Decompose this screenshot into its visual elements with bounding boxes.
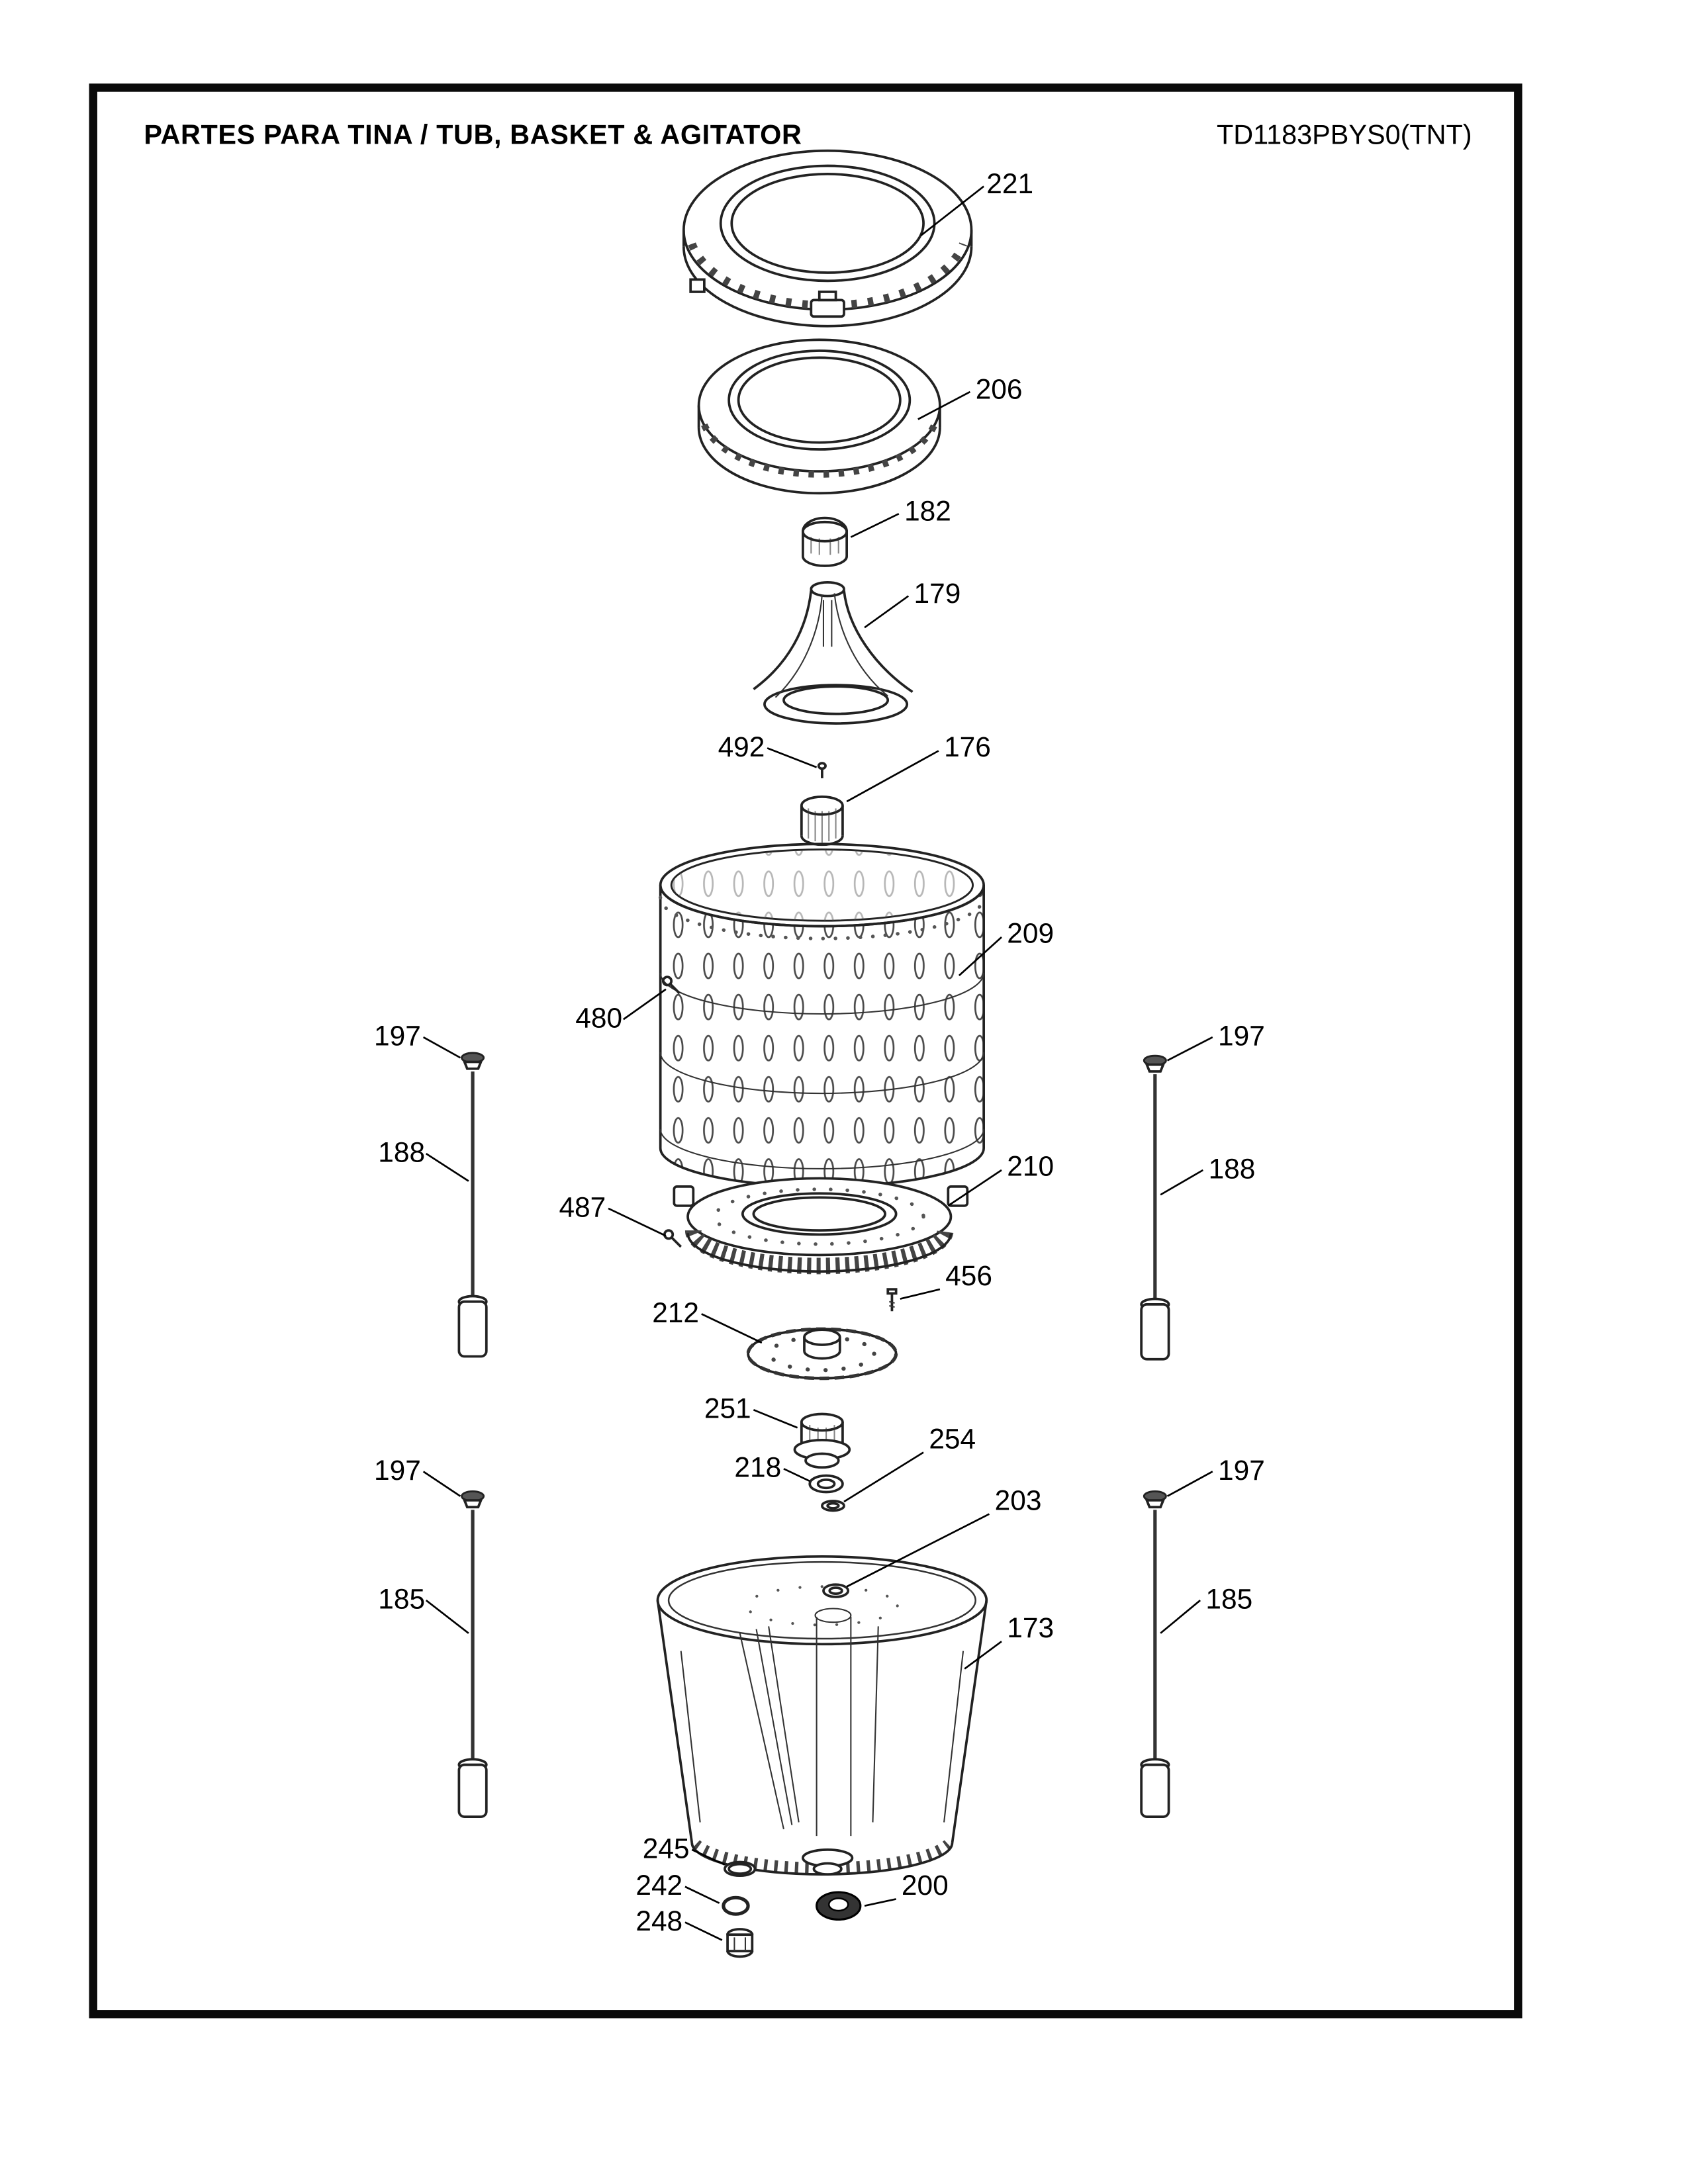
callout-176: 176 xyxy=(944,731,991,762)
part-221-tub-cover xyxy=(682,149,973,328)
leader-456 xyxy=(900,1288,941,1300)
part-188-rod-left xyxy=(457,1071,488,1358)
callout-248: 248 xyxy=(635,1905,682,1936)
callout-185-right: 185 xyxy=(1205,1583,1252,1614)
leader-197-ul xyxy=(422,1036,461,1059)
leader-218 xyxy=(783,1468,810,1482)
part-210-basket-base xyxy=(673,1177,969,1275)
callout-173: 173 xyxy=(1007,1612,1054,1643)
part-254-washer xyxy=(821,1500,845,1512)
callout-212: 212 xyxy=(652,1297,699,1328)
callout-492: 492 xyxy=(718,731,765,762)
leader-212 xyxy=(701,1313,763,1344)
callout-218: 218 xyxy=(734,1452,781,1483)
leader-188-r xyxy=(1160,1169,1203,1196)
callout-487: 487 xyxy=(559,1191,606,1222)
leader-487 xyxy=(608,1207,667,1237)
callout-179: 179 xyxy=(914,578,961,609)
model-number: TD1183PBYS0(TNT) xyxy=(1217,119,1472,150)
part-206-tub-ring xyxy=(697,338,941,495)
leader-209 xyxy=(958,936,1002,977)
part-197-cap-upper-right xyxy=(1143,1054,1167,1073)
part-245-washer xyxy=(724,1860,757,1878)
leader-210 xyxy=(947,1169,1002,1206)
leader-185-r xyxy=(1160,1600,1201,1634)
callout-251: 251 xyxy=(704,1393,751,1424)
page-title: PARTES PARA TINA / TUB, BASKET & AGITATO… xyxy=(144,119,802,150)
part-209-basket xyxy=(658,842,986,1188)
leader-245 xyxy=(691,1848,726,1866)
part-197-cap-upper-left xyxy=(461,1052,485,1070)
callout-480: 480 xyxy=(575,1003,622,1034)
part-480-screw xyxy=(661,976,680,995)
part-185-rod-right xyxy=(1140,1510,1170,1819)
leader-197-lr xyxy=(1166,1471,1213,1497)
part-197-cap-lower-left xyxy=(461,1490,485,1509)
part-188-rod-right xyxy=(1140,1074,1170,1361)
callout-182: 182 xyxy=(904,496,951,527)
leader-254 xyxy=(843,1451,924,1503)
part-179-agitator xyxy=(753,580,914,725)
callout-197-upper-right: 197 xyxy=(1218,1021,1265,1052)
callout-456: 456 xyxy=(945,1260,992,1291)
callout-185-left: 185 xyxy=(378,1583,425,1614)
part-492-screw xyxy=(817,762,827,778)
callout-197-lower-left: 197 xyxy=(374,1455,421,1486)
callout-188-right: 188 xyxy=(1209,1153,1256,1184)
leader-173 xyxy=(964,1641,1002,1670)
callout-206: 206 xyxy=(976,373,1023,404)
callout-labels: 221 206 182 179 492 176 209 480 197 197 … xyxy=(374,168,1265,1936)
leader-182 xyxy=(850,513,900,538)
leader-188-l xyxy=(425,1153,469,1182)
part-173-outer-tub xyxy=(656,1555,988,1876)
part-212-drive-hub xyxy=(746,1327,898,1381)
leader-221 xyxy=(920,185,984,237)
leader-242 xyxy=(684,1886,720,1904)
callout-200: 200 xyxy=(902,1870,949,1901)
callout-188-left: 188 xyxy=(378,1137,425,1168)
callout-221: 221 xyxy=(986,168,1033,199)
callout-197-lower-right: 197 xyxy=(1218,1455,1265,1486)
leader-lines xyxy=(422,185,1213,1941)
part-218-seal xyxy=(808,1474,844,1494)
leader-203 xyxy=(846,1513,990,1588)
callout-210: 210 xyxy=(1007,1150,1054,1181)
leader-248 xyxy=(684,1921,723,1941)
callout-209: 209 xyxy=(1007,917,1054,948)
leader-176 xyxy=(846,750,939,803)
leader-251 xyxy=(753,1409,798,1429)
callout-242: 242 xyxy=(635,1870,682,1901)
callout-203: 203 xyxy=(995,1484,1042,1516)
part-456-bolt xyxy=(886,1288,898,1312)
part-176-drive-block xyxy=(800,795,844,846)
leader-179 xyxy=(864,595,910,629)
part-248-coupling xyxy=(726,1928,754,1958)
page-border xyxy=(89,83,1523,2019)
leader-197-ll xyxy=(422,1471,461,1497)
part-182-agitator-cap xyxy=(802,516,849,567)
leader-197-ur xyxy=(1166,1036,1213,1062)
leader-200 xyxy=(864,1898,896,1907)
part-242-o-ring xyxy=(722,1895,750,1916)
leader-492 xyxy=(767,747,818,768)
leader-185-l xyxy=(425,1600,469,1634)
part-197-cap-lower-right xyxy=(1143,1490,1167,1509)
part-200-tub-seal xyxy=(816,1891,862,1921)
part-185-rod-left xyxy=(457,1510,488,1819)
leader-206 xyxy=(917,390,971,420)
part-487-screw xyxy=(663,1229,682,1248)
callout-197-upper-left: 197 xyxy=(374,1021,421,1052)
callout-245: 245 xyxy=(643,1833,690,1864)
callout-254: 254 xyxy=(929,1423,976,1454)
part-251-coupler xyxy=(793,1412,851,1469)
leader-480 xyxy=(622,988,667,1021)
